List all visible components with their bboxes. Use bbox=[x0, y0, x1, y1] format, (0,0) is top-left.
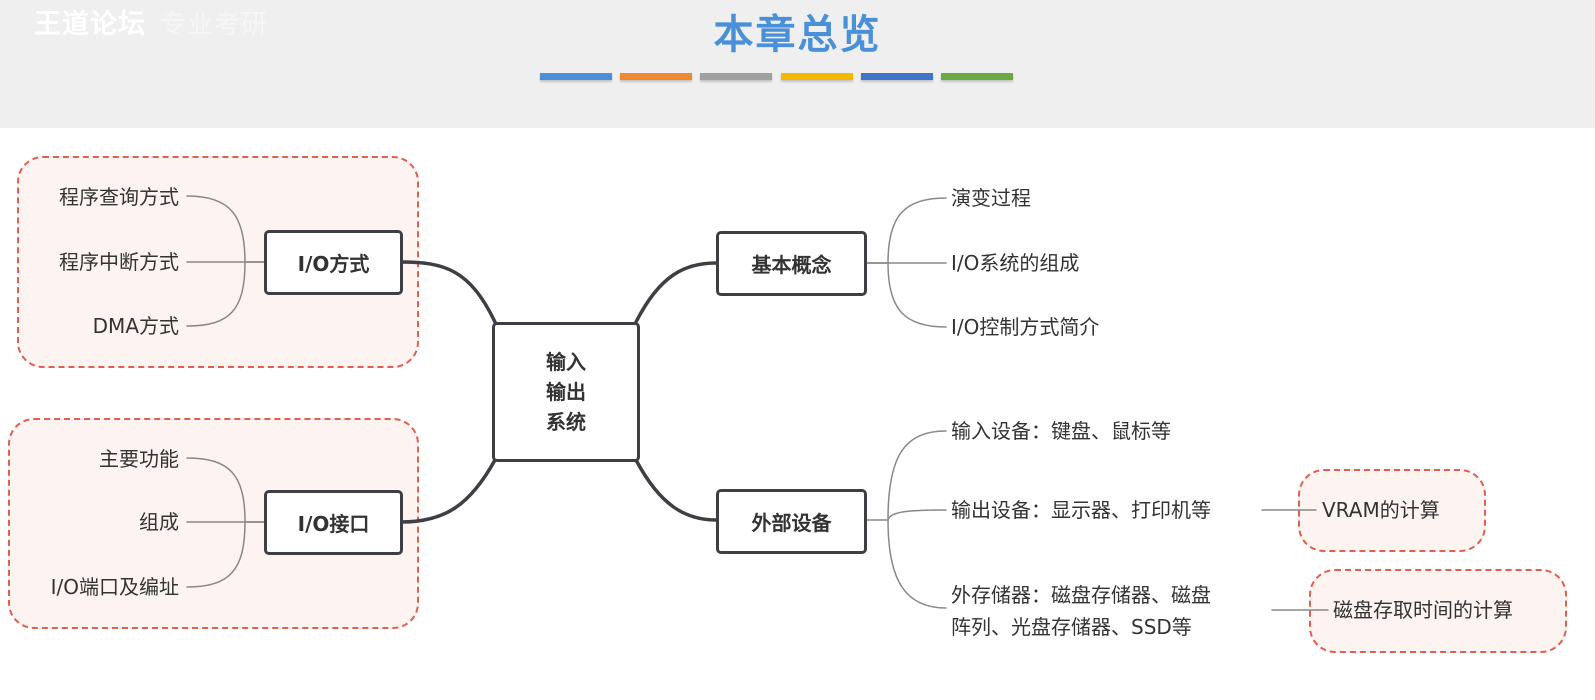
link-basic-concepts-leaf-1 bbox=[865, 197, 947, 264]
watermark-sub: 专业考研 bbox=[160, 10, 269, 40]
callout-disk-access: 磁盘存取时间的计算 bbox=[1333, 598, 1513, 622]
link-io-methods-leaf-1 bbox=[186, 195, 265, 263]
leaf-external-devices-3: 外存储器：磁盘存储器、磁盘 阵列、光盘存储器、SSD等 bbox=[951, 579, 1211, 643]
leaf-io-interface-3: I/O端口及编址 bbox=[50, 575, 179, 599]
root-label-line-3: 系统 bbox=[546, 410, 586, 434]
leaf-io-methods-2: 程序中断方式 bbox=[59, 250, 179, 274]
node-io-methods: I/O方式 bbox=[264, 230, 403, 295]
group-box-disk-access bbox=[1309, 569, 1567, 653]
leaf-io-interface-1: 主要功能 bbox=[99, 447, 179, 471]
link-external-devices-leaf-3 bbox=[887, 519, 947, 609]
root-label: 输入 输出 系统 bbox=[546, 347, 586, 437]
link-root-io-methods bbox=[399, 260, 497, 324]
title-bar-6 bbox=[941, 73, 1013, 80]
root-label-line-2: 输出 bbox=[546, 380, 586, 404]
watermark: 王道论坛专业考研 bbox=[34, 2, 268, 41]
leaf-external-devices-3-line-1: 外存储器：磁盘存储器、磁盘 bbox=[951, 583, 1211, 607]
node-io-interface: I/O接口 bbox=[264, 490, 403, 555]
link-io-interface-leaf-1 bbox=[186, 457, 265, 523]
leaf-basic-concepts-1: 演变过程 bbox=[951, 186, 1031, 210]
node-external-devices: 外部设备 bbox=[716, 489, 867, 554]
title-bar-3 bbox=[700, 73, 772, 80]
callout-vram: VRAM的计算 bbox=[1322, 498, 1440, 522]
link-basic-concepts-leaf-3 bbox=[887, 262, 947, 328]
link-root-basic-concepts bbox=[634, 261, 718, 324]
leaf-io-methods-1: 程序查询方式 bbox=[59, 185, 179, 209]
leaf-external-devices-2: 输出设备：显示器、打印机等 bbox=[951, 498, 1211, 522]
link-io-methods-leaf-3 bbox=[186, 261, 246, 327]
root-label-line-1: 输入 bbox=[546, 350, 586, 374]
root-node: 输入 输出 系统 bbox=[492, 322, 640, 462]
title-bar-5 bbox=[861, 73, 933, 80]
watermark-main: 王道论坛 bbox=[34, 9, 146, 40]
title-bar-2 bbox=[620, 73, 692, 80]
link-external-devices-leaf-1 bbox=[865, 430, 947, 521]
link-root-external-devices bbox=[634, 458, 718, 522]
link-root-io-interface bbox=[399, 458, 497, 524]
leaf-io-methods-3: DMA方式 bbox=[92, 314, 179, 338]
leaf-basic-concepts-3: I/O控制方式简介 bbox=[951, 315, 1100, 339]
leaf-basic-concepts-2: I/O系统的组成 bbox=[951, 251, 1080, 275]
node-basic-concepts: 基本概念 bbox=[716, 231, 867, 296]
title-bar-1 bbox=[540, 73, 612, 80]
title-bar-4 bbox=[781, 73, 853, 80]
leaf-external-devices-3-line-2: 阵列、光盘存储器、SSD等 bbox=[951, 615, 1192, 639]
leaf-external-devices-1: 输入设备：键盘、鼠标等 bbox=[951, 419, 1171, 443]
link-external-devices-leaf-2 bbox=[887, 509, 947, 521]
header-banner: 王道论坛专业考研 本章总览 bbox=[0, 0, 1595, 128]
group-box-vram bbox=[1298, 469, 1486, 552]
link-io-interface-leaf-3 bbox=[186, 521, 246, 588]
leaf-io-interface-2: 组成 bbox=[139, 510, 179, 534]
page-title: 本章总览 bbox=[713, 11, 882, 58]
